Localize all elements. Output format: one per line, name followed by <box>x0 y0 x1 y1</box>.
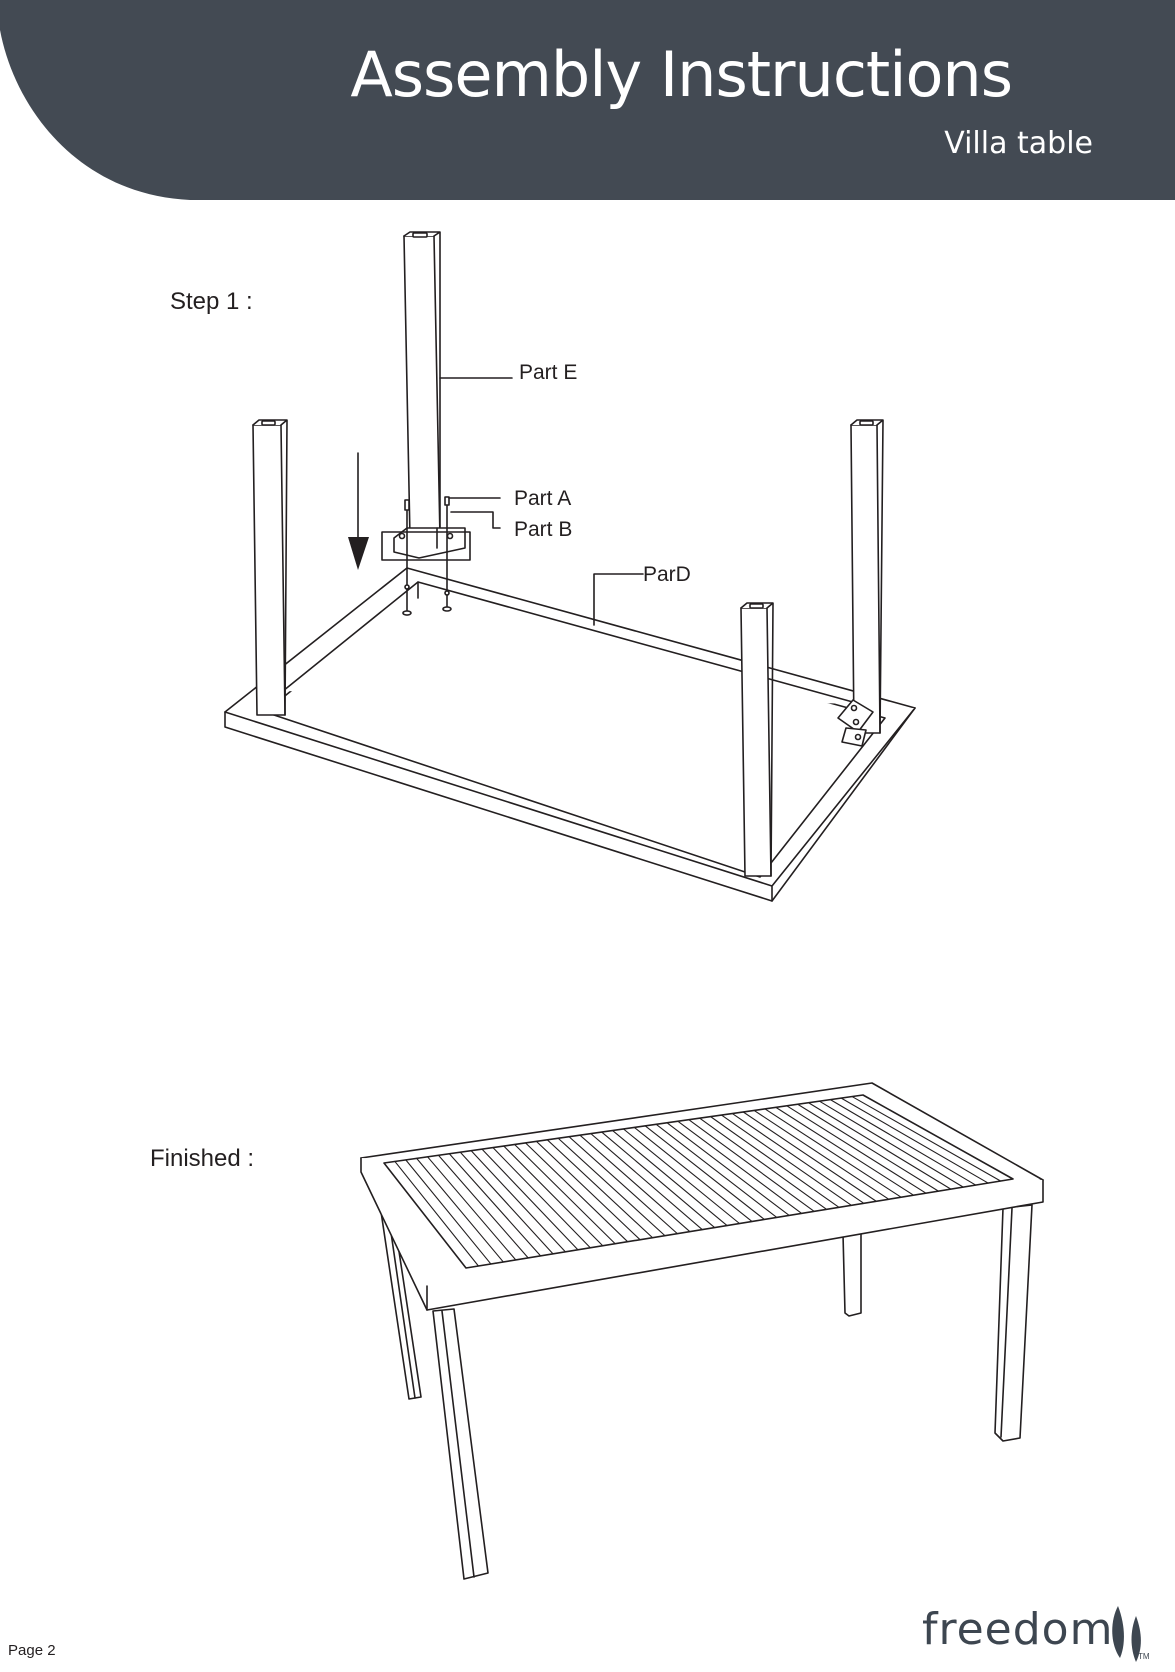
slat-line <box>764 1108 902 1198</box>
slat-line <box>720 1114 852 1206</box>
slat-line <box>851 1095 1002 1182</box>
slat-line <box>797 1103 939 1192</box>
slat-line <box>808 1102 952 1190</box>
callout-part-a: Part A <box>514 487 572 510</box>
slat-line <box>840 1097 989 1184</box>
slat-line <box>633 1126 753 1223</box>
slat-line <box>590 1133 703 1231</box>
slat-line <box>524 1142 629 1243</box>
slat-line <box>416 1157 504 1263</box>
slat-line <box>644 1125 765 1221</box>
slat-line <box>731 1112 865 1204</box>
slat-line <box>514 1143 616 1245</box>
slat-line <box>470 1150 567 1253</box>
callout-part-e: Part E <box>519 361 578 384</box>
slat-line <box>448 1153 542 1257</box>
slat-line <box>426 1156 517 1261</box>
slat-line <box>601 1131 716 1229</box>
slat-line <box>666 1122 790 1216</box>
step1-frame-diagram <box>224 231 916 902</box>
slat-line <box>622 1128 741 1225</box>
table-slats <box>394 1095 1002 1267</box>
brand-logo: freedom <box>922 1604 1114 1655</box>
slat-line <box>535 1140 641 1241</box>
slat-line <box>612 1129 728 1227</box>
slat-line <box>753 1109 890 1200</box>
slat-line <box>394 1160 479 1267</box>
slat-line <box>405 1159 492 1265</box>
finished-table-diagram <box>360 1082 1044 1580</box>
slat-line <box>503 1145 604 1247</box>
slat-line <box>557 1137 666 1237</box>
callout-part-d: ParD <box>643 563 691 586</box>
slat-line <box>579 1134 691 1233</box>
page-title: Assembly Instructions <box>350 38 1013 111</box>
header-band <box>0 0 1175 200</box>
slat-line <box>710 1116 840 1208</box>
slat-line <box>492 1146 591 1249</box>
slat-line <box>546 1139 654 1239</box>
slat-line <box>818 1100 964 1188</box>
page-subtitle: Villa table <box>944 126 1093 161</box>
slat-line <box>688 1119 815 1212</box>
callout-part-b: Part B <box>514 518 573 541</box>
leaf-logo-icon <box>1112 1606 1141 1662</box>
slat-line <box>677 1120 803 1214</box>
slat-line <box>699 1117 828 1210</box>
slat-line <box>775 1106 915 1196</box>
slat-line <box>481 1148 579 1251</box>
page-number: Page 2 <box>8 1642 56 1659</box>
slat-line <box>459 1151 554 1255</box>
slat-line <box>568 1136 678 1235</box>
slat-line <box>829 1099 977 1186</box>
finished-label: Finished : <box>150 1145 255 1172</box>
trademark-mark: TM <box>1138 1652 1150 1661</box>
slat-line <box>742 1111 877 1202</box>
slat-line <box>655 1123 778 1218</box>
step-1-label: Step 1 : <box>170 288 253 315</box>
slat-line <box>786 1105 927 1194</box>
slat-line <box>437 1154 529 1259</box>
